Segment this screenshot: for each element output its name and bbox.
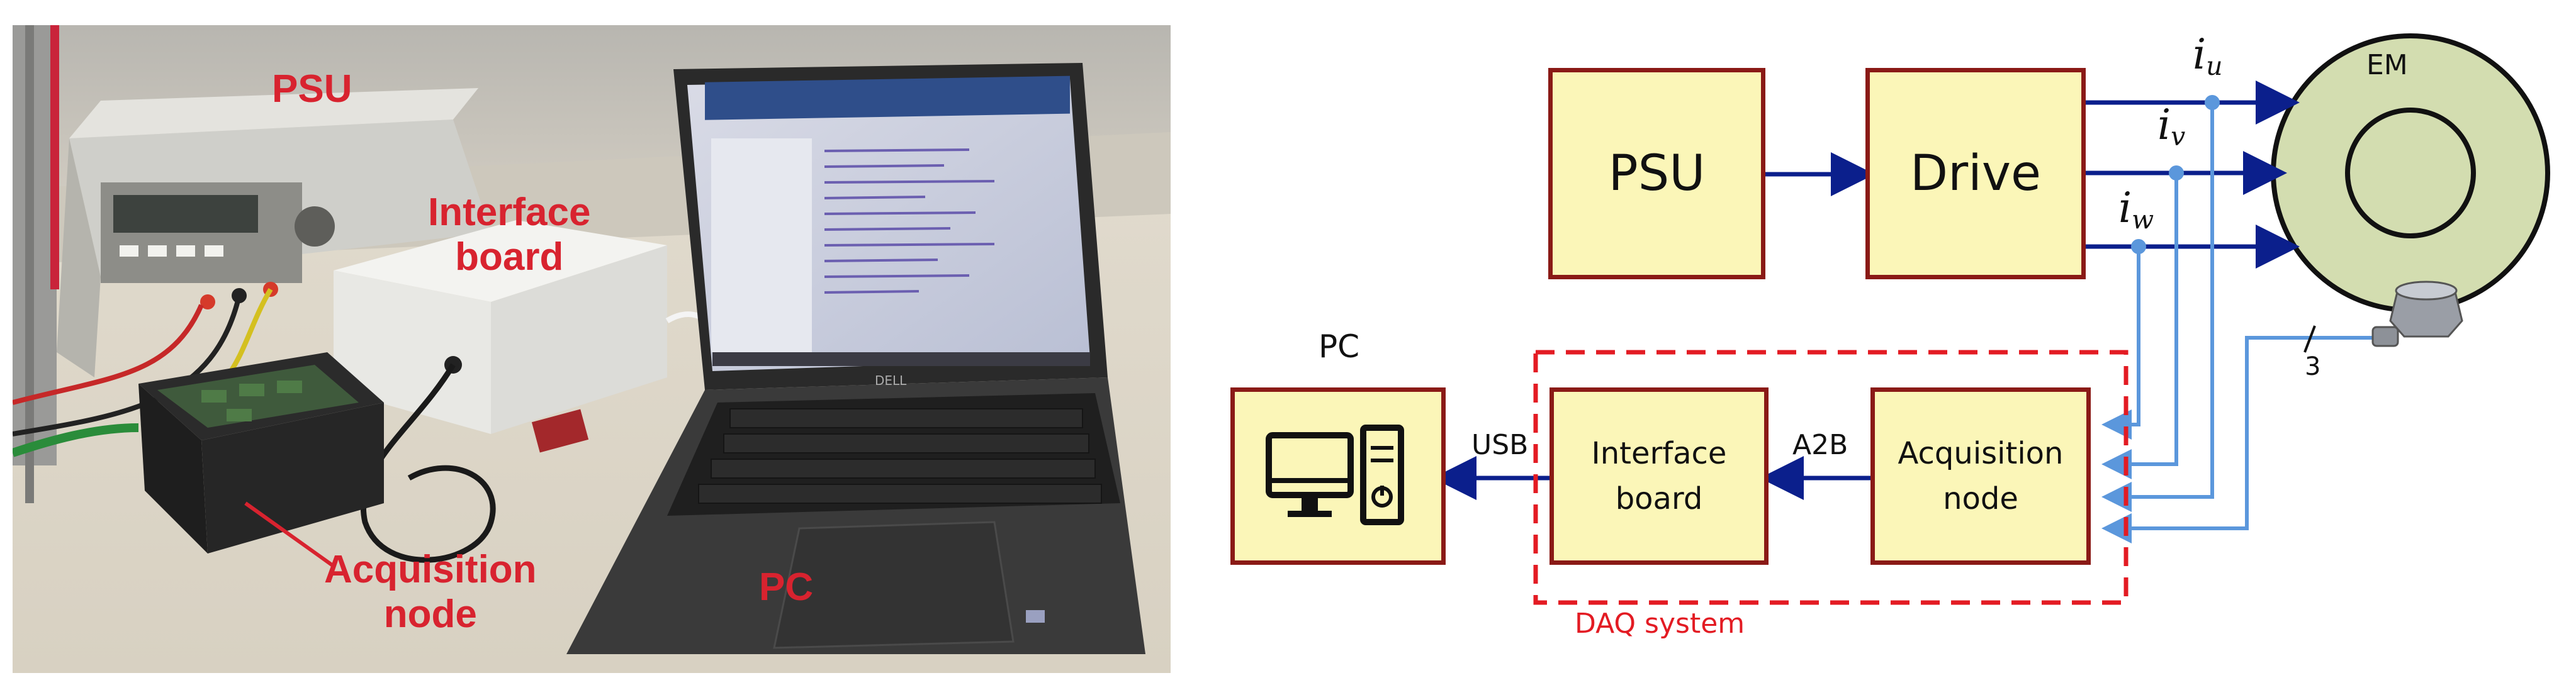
photo-label-acquisition-node: Acquisition node [324, 548, 537, 637]
iv-sub: v [2171, 121, 2186, 152]
node-iu [2205, 95, 2220, 110]
bus-width-slash [2303, 325, 2316, 353]
acquisition-pointer-line [244, 501, 335, 568]
laptop-brand-text: DELL [875, 373, 907, 388]
iu-base: i [2193, 30, 2207, 79]
accelerometer-line [2101, 336, 2380, 543]
desktop-computer-icon [1266, 425, 1404, 525]
usb-label: USB [1471, 429, 1529, 461]
signal-iu-label: iu [2193, 30, 2222, 81]
iw-sub: w [2132, 204, 2154, 235]
interface-board-block: Interface board [1550, 387, 1769, 565]
node-iv [2169, 165, 2184, 181]
a2b-label: A2B [1792, 429, 1848, 461]
psu-block: PSU [1548, 68, 1765, 279]
em-label: EM [2366, 49, 2408, 81]
current-iw-line [2101, 247, 2140, 440]
photo-label-psu: PSU [272, 67, 352, 111]
drive-block: Drive [1865, 68, 2086, 279]
daq-system-box [1533, 350, 2129, 605]
iv-base: i [2157, 101, 2171, 149]
iw-base: i [2118, 184, 2132, 232]
photo-label-pc: PC [759, 565, 814, 609]
bench-scene: DELL [13, 25, 1171, 673]
current-iv-line [2101, 173, 2178, 479]
accelerometer-sensor-icon [2371, 281, 2463, 347]
iu-sub: u [2206, 51, 2223, 82]
test-bench-photo: DELL PSU Interface board Acquisition nod… [13, 25, 1171, 673]
acquisition-node-block: Acquisition node [1870, 387, 2091, 565]
bus-width-label: 3 [2305, 352, 2321, 381]
pc-block [1230, 387, 1446, 565]
node-iw [2131, 239, 2146, 254]
em-rotor [2345, 108, 2476, 238]
signal-iw-label: iw [2118, 184, 2154, 235]
daq-system-label: DAQ system [1575, 608, 1745, 640]
current-iu-line [2101, 103, 2214, 512]
pc-title: PC [1319, 328, 1360, 365]
photo-label-interface-board: Interface board [428, 191, 591, 279]
signal-iv-label: iv [2157, 101, 2185, 152]
